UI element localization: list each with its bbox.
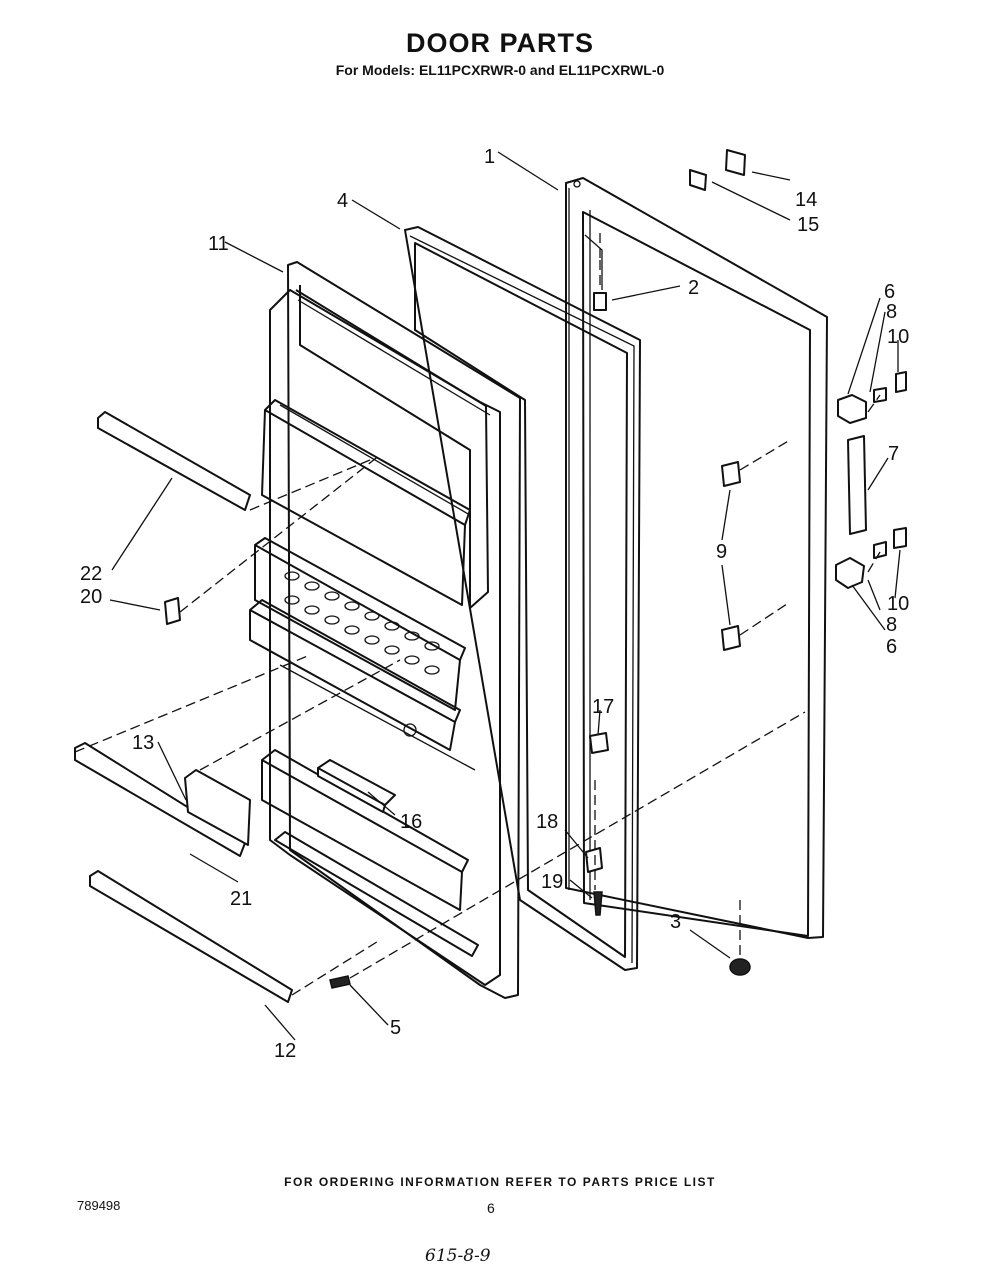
lower-door-stop-assembly xyxy=(835,527,907,589)
ordering-note: FOR ORDERING INFORMATION REFER TO PARTS … xyxy=(284,1175,716,1189)
door-plug xyxy=(593,292,607,311)
document-number: 789498 xyxy=(77,1198,121,1213)
callout-13: 13 xyxy=(132,732,154,754)
callout-10-upper: 10 xyxy=(887,326,909,348)
callout-18: 18 xyxy=(536,811,558,833)
hinge-cap xyxy=(729,958,751,976)
callout-8-lower: 8 xyxy=(886,614,897,636)
page-title: DOOR PARTS xyxy=(405,28,594,58)
callout-4: 4 xyxy=(337,190,348,212)
model-subtitle: For Models: EL11PCXRWR-0 and EL11PCXRWL-… xyxy=(335,62,665,78)
callout-22: 22 xyxy=(80,563,102,585)
callout-21: 21 xyxy=(230,888,252,910)
middle-shelf-bar xyxy=(74,742,246,857)
hinge-screw xyxy=(593,891,603,916)
inner-door-liner xyxy=(249,261,521,999)
bottom-hinge-bracket xyxy=(585,847,603,873)
door-handle-tube xyxy=(847,435,867,535)
door-stop-block xyxy=(589,732,609,754)
assembly-lines xyxy=(74,233,881,996)
callout-16: 16 xyxy=(400,811,422,833)
callout-8-upper: 8 xyxy=(886,301,897,323)
callout-10-lower: 10 xyxy=(887,593,909,615)
top-hinge-shim xyxy=(689,169,707,191)
callout-6-upper: 6 xyxy=(884,281,895,303)
callout-19: 19 xyxy=(541,871,563,893)
callout-3: 3 xyxy=(670,911,681,933)
callout-20: 20 xyxy=(80,586,102,608)
lower-shelf-bar xyxy=(89,870,293,1003)
upper-shelf-bar xyxy=(97,411,251,511)
callout-6-lower: 6 xyxy=(886,636,897,658)
callout-labels: 1 4 11 2 14 15 6 8 10 7 9 10 8 6 22 20 1… xyxy=(80,146,909,1062)
callout-9: 9 xyxy=(716,541,727,563)
callout-12: 12 xyxy=(274,1040,296,1062)
top-hinge-cover xyxy=(725,149,746,176)
liner-screw xyxy=(329,975,351,989)
callout-2: 2 xyxy=(688,277,699,299)
callout-17: 17 xyxy=(592,696,614,718)
callout-15: 15 xyxy=(797,214,819,236)
shelf-clip xyxy=(164,597,181,625)
clip-upper xyxy=(721,461,741,487)
callout-11: 11 xyxy=(208,233,229,255)
callout-7: 7 xyxy=(888,443,899,465)
page-number: 6 xyxy=(487,1200,495,1216)
clip-lower xyxy=(721,625,741,651)
door-gasket xyxy=(404,226,641,971)
callout-5: 5 xyxy=(390,1017,401,1039)
outer-door-panel xyxy=(565,177,828,939)
callout-1: 1 xyxy=(484,146,495,168)
butter-dish xyxy=(317,759,396,813)
shelf-retainer xyxy=(184,769,251,846)
callout-14: 14 xyxy=(795,189,817,211)
handwritten-note: 615-8-9 xyxy=(425,1246,491,1266)
leader-lines xyxy=(109,151,901,1041)
